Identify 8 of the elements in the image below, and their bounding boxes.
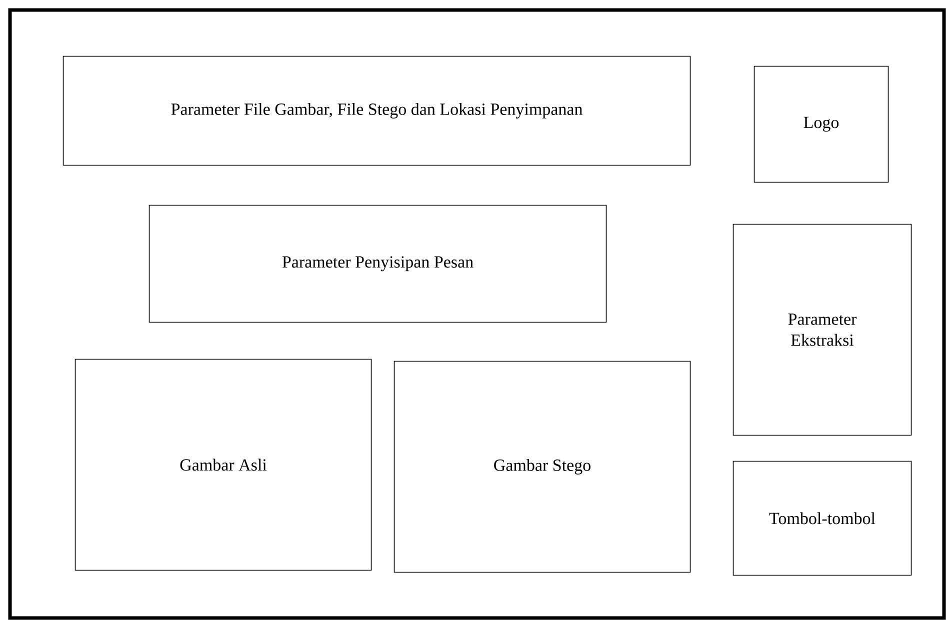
window-frame bbox=[8, 8, 946, 620]
panel-box: Logo bbox=[754, 66, 889, 183]
panel-box: Parameter Ekstraksi bbox=[732, 224, 912, 436]
panel-box: Parameter File Gambar, File Stego dan Lokasi Penyimpanan bbox=[62, 56, 691, 166]
panel-box: Gambar Asli bbox=[74, 358, 372, 571]
panel-box: Gambar Stego bbox=[394, 360, 691, 573]
panel-box: Parameter Penyisipan Pesan bbox=[148, 204, 607, 323]
panel-box: Tombol-tombol bbox=[732, 460, 912, 576]
